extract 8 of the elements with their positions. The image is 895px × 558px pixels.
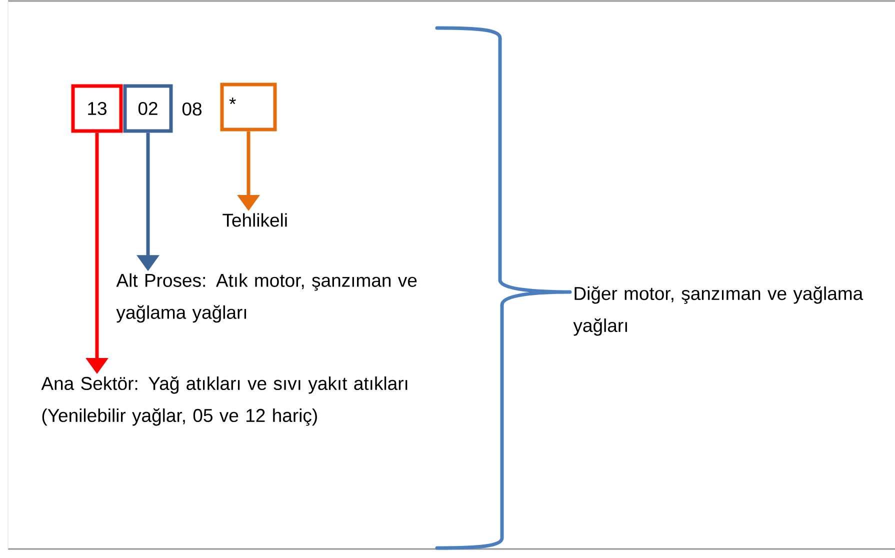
code-box: 13 (71, 84, 123, 133)
code-box: 02 (123, 84, 173, 133)
code-box: * (220, 82, 277, 132)
description-text: Tehlikeli (222, 213, 287, 227)
description-text: Ana Sektör: Yağ atıkları ve sıvı yakıt atıkları (Yenilebilir yağlar, 05 ve 12 hariç) (41, 376, 408, 426)
description-text: Alt Proses: Atık motor, şanzıman ve yağlama yağları (116, 273, 417, 323)
code-digits: 08 (182, 102, 202, 116)
description-text: Diğer motor, şanzıman ve yağlama yağları (573, 286, 864, 336)
